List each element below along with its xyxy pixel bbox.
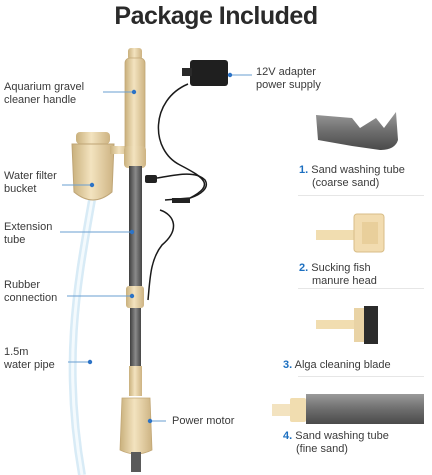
filter-bucket [71, 132, 130, 201]
leader-dots [87, 72, 233, 424]
item-2-line1: Sucking fish [311, 262, 371, 274]
label-extension-line1: Extension [4, 221, 53, 233]
label-rubber-line2: connection [4, 292, 58, 304]
item-4-label: 4. Sand washing tube (fine sand) [283, 430, 389, 456]
label-extension: Extension tube [4, 221, 52, 247]
item-1-number: 1. [299, 164, 309, 176]
divider [298, 288, 424, 289]
page-title: Package Included [114, 2, 318, 30]
item-3-label: 3. Alga cleaning blade [283, 359, 391, 372]
label-pipe-line1: 1.5m [4, 346, 29, 358]
label-filter: Water filter bucket [4, 170, 57, 196]
leader-lines [60, 74, 252, 422]
label-handle: Aquarium gravel cleaner handle [4, 81, 84, 107]
item-1-line1: Sand washing tube [311, 164, 405, 176]
divider [298, 195, 424, 196]
label-extension-line2: tube [4, 234, 26, 246]
label-filter-line2: bucket [4, 183, 37, 195]
label-handle-line1: Aquarium gravel [4, 81, 85, 93]
item-4-number: 4. [283, 430, 293, 442]
item-2-graphic [316, 213, 385, 253]
item-4-graphic [272, 394, 424, 424]
label-pipe: 1.5m water pipe [4, 346, 55, 372]
label-handle-line2: cleaner handle [4, 94, 77, 106]
label-motor: Power motor [172, 415, 235, 427]
item-2-line2: manure head [312, 275, 377, 287]
extension-tube [129, 166, 142, 286]
label-filter-line1: Water filter [4, 170, 57, 182]
label-rubber: Rubber connection [4, 279, 57, 305]
adapter [145, 60, 228, 301]
item-3-graphic [316, 306, 378, 344]
item-4-line2: (fine sand) [296, 443, 348, 455]
power-motor [119, 366, 153, 472]
label-adapter-line2: power supply [256, 79, 321, 91]
item-1-line2: (coarse sand) [312, 177, 380, 189]
item-1-graphic [316, 112, 398, 150]
label-adapter-line1: 12V adapter [256, 66, 316, 78]
item-3-number: 3. [283, 359, 293, 371]
divider [298, 376, 424, 377]
rubber-connection [126, 286, 144, 308]
label-adapter: 12V adapter power supply [256, 66, 321, 92]
item-4-line1: Sand washing tube [295, 430, 389, 442]
cleaner-handle [124, 48, 146, 168]
item-1-label: 1. Sand washing tube (coarse sand) [299, 164, 405, 190]
label-rubber-line1: Rubber [4, 279, 41, 291]
label-pipe-line2: water pipe [4, 359, 55, 371]
item-3-line1: Alga cleaning blade [294, 359, 391, 371]
item-2-number: 2. [299, 262, 309, 274]
item-2-label: 2. Sucking fish manure head [299, 262, 377, 288]
